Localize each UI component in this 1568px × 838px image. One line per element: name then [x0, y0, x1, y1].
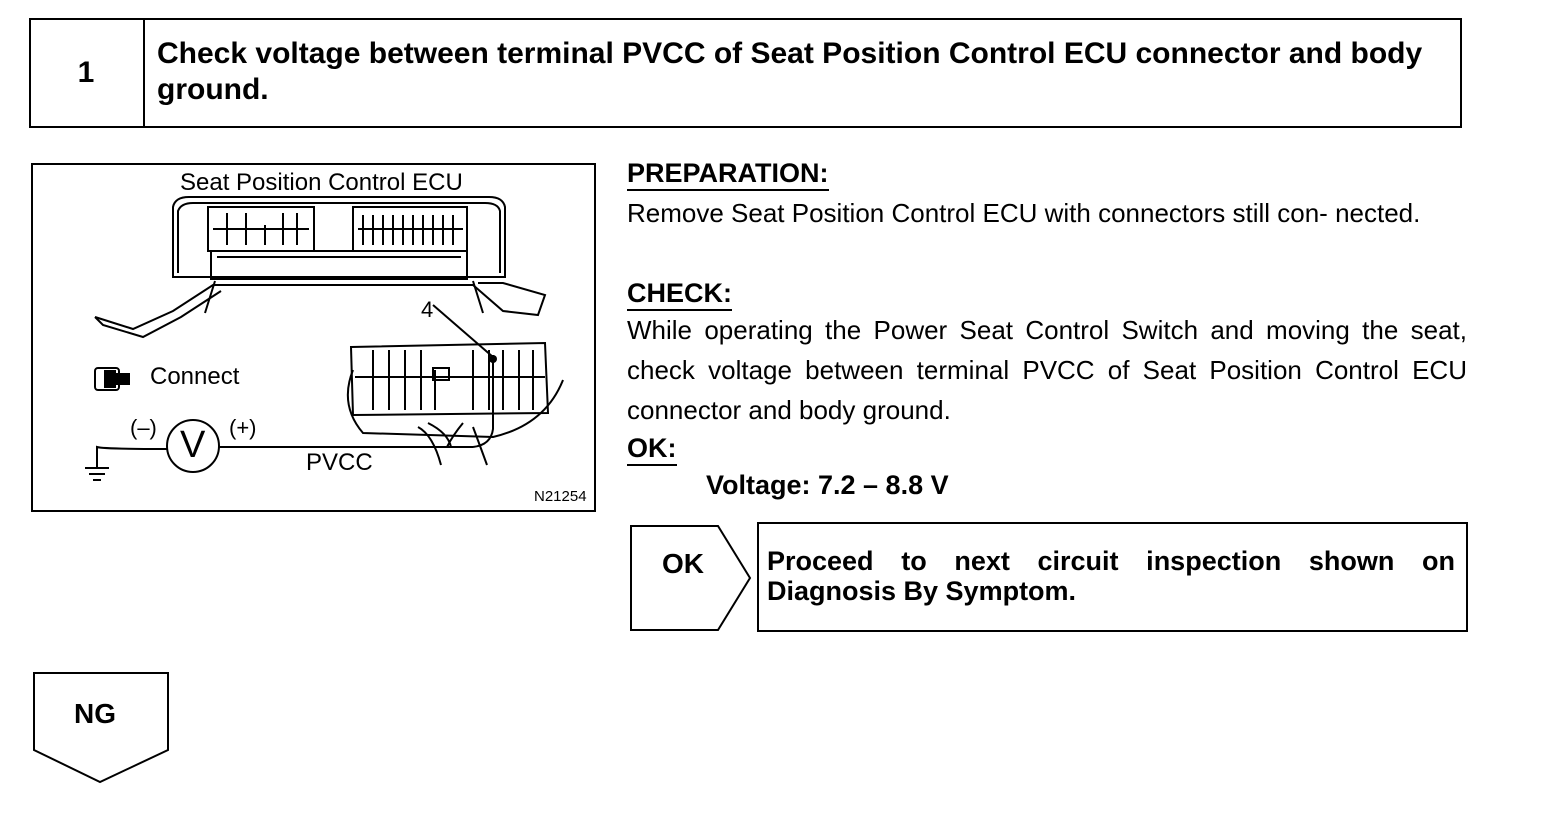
voltmeter-icon: V — [180, 424, 206, 466]
ok-voltage-value: Voltage: 7.2 – 8.8 V — [706, 470, 949, 500]
ecu-title: Seat Position Control ECU — [180, 169, 463, 196]
ecu-diagram: Seat Position Control ECU 4 Connect (–) … — [31, 163, 596, 512]
connect-label: Connect — [150, 363, 240, 390]
ng-label: NG — [74, 698, 116, 729]
ok-arrow-shape — [630, 525, 752, 631]
step-title: Check voltage between terminal PVCC of S… — [157, 37, 1423, 106]
ok-label: OK — [662, 548, 704, 579]
check-text: While operating the Power Seat Control S… — [627, 315, 1467, 425]
step-number: 1 — [29, 18, 145, 128]
step-header-box — [29, 18, 1462, 128]
terminal-number: 4 — [421, 297, 434, 322]
plus-label: (+) — [229, 415, 257, 440]
proceed-box — [757, 522, 1468, 632]
preparation-text: Remove Seat Position Control ECU with co… — [627, 198, 1421, 228]
preparation-heading: PREPARATION: — [627, 157, 829, 191]
proceed-text: Proceed to next circuit inspection shown… — [767, 546, 1455, 606]
ecu-diagram-drawing — [85, 196, 564, 481]
ng-arrow-shape — [33, 672, 169, 784]
ok-heading: OK: — [627, 432, 677, 466]
pvcc-label: PVCC — [306, 449, 373, 476]
minus-label: (–) — [130, 415, 157, 440]
figure-code: N21254 — [534, 488, 587, 505]
check-heading: CHECK: — [627, 277, 732, 311]
